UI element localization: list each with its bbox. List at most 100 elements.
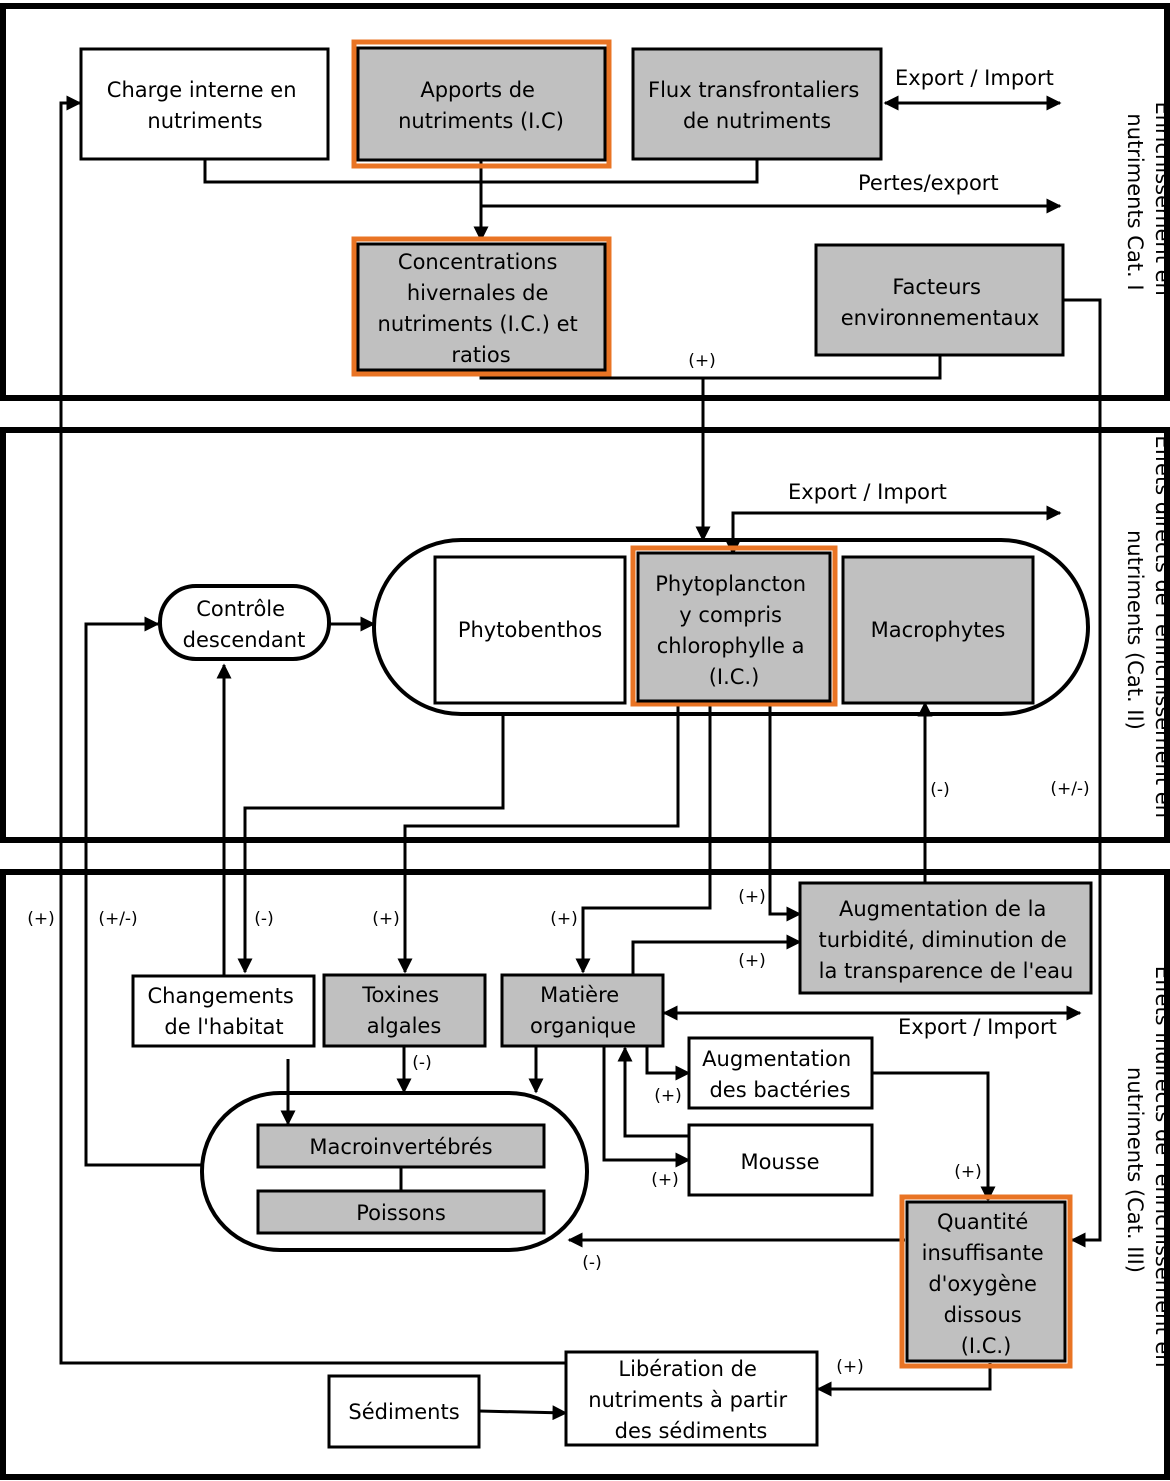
export-import-low-label: Export / Import	[898, 1015, 1057, 1039]
sign-turbidite-to-macrophytes: (-)	[930, 780, 949, 800]
liberation-line-1: Libération de	[618, 1357, 756, 1381]
section-3-label: Effets indirects de l'enrichissement en …	[1123, 966, 1170, 1375]
sign-concentrations-to-phyto: (+)	[688, 351, 716, 371]
bacteries-text: Augmentation des bactéries	[702, 1047, 858, 1102]
arrow-matiere-to-mousse	[602, 1046, 691, 1168]
turbidite-line-2: turbidité, diminution de	[819, 928, 1067, 952]
matiere-text: Matière organique	[530, 983, 636, 1038]
turbidite-line-1: Augmentation de la	[839, 897, 1046, 921]
sign-to-toxines: (+)	[372, 909, 400, 929]
phytoplancton-highlight	[630, 545, 838, 707]
sediments-box	[327, 1374, 481, 1449]
pertes-export-label: Pertes/export	[858, 171, 999, 195]
export-import-mid-label: Export / Import	[788, 480, 947, 504]
concentrations-text: Concentrations hivernales de nutriments …	[378, 250, 585, 367]
macrophytes-text: Macrophytes	[871, 618, 1006, 642]
apports-highlight	[351, 39, 612, 169]
mousse-text: Mousse	[740, 1150, 819, 1174]
facteurs-line-2: environnementaux	[841, 306, 1040, 330]
section-3-line-1: Effets indirects de l'enrichissement en	[1151, 966, 1170, 1368]
matiere-line-2: organique	[530, 1014, 636, 1038]
section-2-frame	[0, 427, 1170, 843]
section-2-line-1: Effets directs de l'enrichissement en	[1151, 435, 1170, 818]
charge-interne-text: Charge interne en nutriments	[107, 78, 303, 133]
macroinvertebres-box	[256, 1123, 546, 1169]
macrophytes-box	[841, 555, 1035, 705]
sign-bacteries-to-oxygene: (+)	[954, 1162, 982, 1182]
oxygene-line-5: (I.C.)	[961, 1334, 1012, 1358]
changements-box	[131, 974, 316, 1048]
section-1-label: Enrichissement en nutriments Cat. I	[1123, 101, 1170, 302]
facteurs-line-1: Facteurs	[892, 275, 981, 299]
section-1-line-2: nutriments Cat. I	[1123, 113, 1147, 290]
oxygene-line-3: d'oxygène	[928, 1272, 1037, 1296]
phytoplancton-text: Phytoplancton y compris chlorophylle a (…	[655, 572, 812, 689]
sediments-text: Sédiments	[348, 1400, 459, 1424]
turbidite-line-3: la transparence de l'eau	[819, 959, 1074, 983]
concentrations-box	[356, 242, 607, 372]
toxines-box	[322, 973, 487, 1048]
charge-interne-line-2: nutriments	[147, 109, 262, 133]
flux-text: Flux transfrontaliers de nutriments	[648, 78, 866, 133]
sign-matiere-to-mousse: (+)	[651, 1170, 679, 1190]
sign-to-changements: (-)	[254, 909, 273, 929]
oxygene-line-4: dissous	[944, 1303, 1022, 1327]
concentrations-line-3: nutriments (I.C.) et	[378, 312, 578, 336]
bacteries-line-1: Augmentation	[702, 1047, 851, 1071]
poissons-text: Poissons	[356, 1201, 446, 1225]
sign-phyto-to-turbidite: (+)	[738, 887, 766, 907]
sign-matiere-to-turbidite: (+)	[738, 951, 766, 971]
controle-text: Contrôle descendant	[183, 597, 306, 652]
facteurs-box	[814, 243, 1065, 357]
arrow-sediments-to-liberation	[478, 1405, 568, 1421]
arrow-liberation-to-charge-interne	[59, 95, 566, 1365]
phytoplancton-line-4: (I.C.)	[709, 665, 760, 689]
oxygene-line-2: insuffisante	[922, 1241, 1044, 1265]
phytoplancton-line-1: Phytoplancton	[655, 572, 806, 596]
sign-to-matiere: (+)	[550, 909, 578, 929]
section-1-frame	[0, 3, 1170, 401]
toxines-text: Toxines algales	[361, 983, 446, 1038]
liberation-text: Libération de nutriments à partir des sé…	[588, 1357, 794, 1443]
flux-line-2: de nutriments	[683, 109, 831, 133]
apports-text: Apports de nutriments (I.C)	[398, 78, 564, 133]
section-1-line-1: Enrichissement en	[1151, 101, 1170, 295]
arrow-mousse-to-matiere	[617, 1046, 689, 1138]
changements-line-2: de l'habitat	[164, 1015, 283, 1039]
phytobenthos-box	[433, 555, 627, 705]
sign-facteurs-to-oxygene: (+/-)	[1050, 779, 1089, 799]
arrow-matiere-to-bacteries	[645, 1046, 691, 1081]
liberation-line-2: nutriments à partir	[588, 1388, 787, 1412]
poissons-box	[256, 1189, 546, 1235]
arrow-to-toxines	[397, 703, 680, 974]
sign-toxines-to-macro: (-)	[412, 1053, 431, 1073]
liberation-box	[564, 1350, 819, 1447]
charge-interne-line-1: Charge interne en	[107, 78, 297, 102]
flux-line-1: Flux transfrontaliers	[648, 78, 859, 102]
toxines-line-1: Toxines	[361, 983, 439, 1007]
changements-line-1: Changements	[148, 984, 294, 1008]
macroinvertebres-text: Macroinvertébrés	[309, 1135, 492, 1159]
concentrations-highlight	[351, 236, 612, 377]
arrow-phyto-export-import	[725, 505, 1062, 556]
arrow-phyto-to-turbidite	[768, 688, 802, 922]
arrow-matiere-to-turbidite	[631, 934, 802, 975]
oxygene-text: Quantité insuffisante d'oxygène dissous …	[922, 1210, 1051, 1358]
controle-line-2: descendant	[183, 628, 306, 652]
connectors	[59, 95, 1102, 1421]
oxygene-highlight	[899, 1194, 1073, 1369]
arrow-fauna-to-controle	[84, 616, 202, 1167]
controle-line-1: Contrôle	[196, 597, 285, 621]
concentrations-line-2: hivernales de	[407, 281, 549, 305]
arrow-oxygene-to-liberation	[816, 1363, 992, 1397]
section-3-line-2: nutriments (Cat. III)	[1123, 1067, 1147, 1273]
changements-text: Changements de l'habitat	[148, 984, 301, 1039]
phytoplancton-box	[636, 551, 832, 703]
turbidite-text: Augmentation de la turbidité, diminution…	[819, 897, 1074, 983]
charge-interne-box	[79, 47, 330, 161]
section-2-line-2: nutriments (Cat. II)	[1123, 530, 1147, 730]
bacteries-line-2: des bactéries	[709, 1078, 850, 1102]
oxygene-line-1: Quantité	[937, 1210, 1028, 1234]
arrow-facteurs-to-oxygene	[1063, 298, 1102, 1248]
